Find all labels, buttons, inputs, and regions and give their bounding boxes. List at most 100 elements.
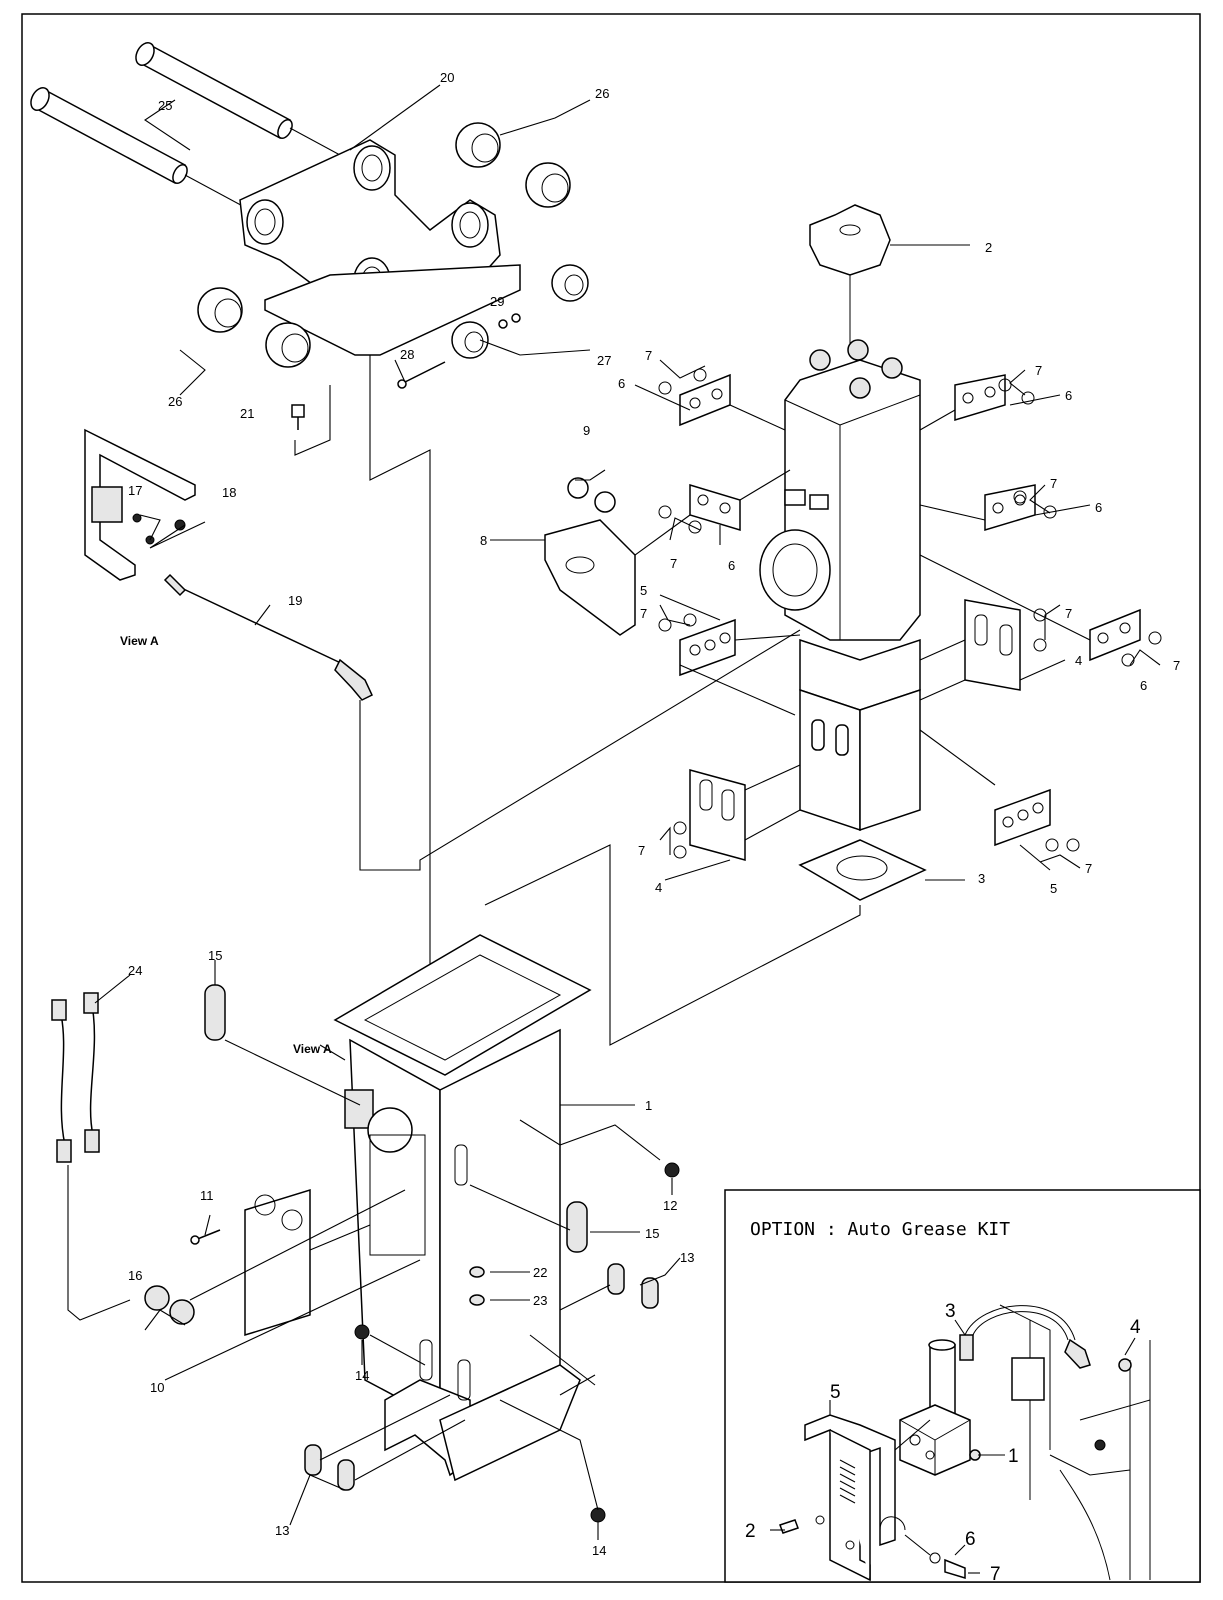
callout-14-b: 14 bbox=[592, 1543, 606, 1558]
callout-2: 2 bbox=[985, 240, 992, 255]
callout-5-a: 5 bbox=[640, 583, 647, 598]
callout-6-e: 6 bbox=[1140, 678, 1147, 693]
callout-7-h: 7 bbox=[638, 843, 645, 858]
callout-23: 23 bbox=[533, 1293, 547, 1308]
plate-5-a bbox=[679, 618, 736, 677]
callout-6-b: 6 bbox=[1065, 388, 1072, 403]
plate-3 bbox=[798, 839, 927, 901]
callout-28: 28 bbox=[400, 347, 414, 362]
callout-15-b: 15 bbox=[645, 1226, 659, 1241]
frame-1 bbox=[333, 934, 592, 1482]
callout-7-a: 7 bbox=[645, 348, 652, 363]
view-a-label-top: View A bbox=[120, 634, 159, 648]
plate-4-b bbox=[689, 769, 746, 861]
callout-7-g: 7 bbox=[1173, 658, 1180, 673]
bolt-21 bbox=[291, 404, 305, 430]
option-callout-3: 3 bbox=[945, 1301, 956, 1322]
callout-7-f: 7 bbox=[1065, 606, 1072, 621]
callout-19: 19 bbox=[288, 593, 302, 608]
nut-22 bbox=[469, 1266, 485, 1278]
plug-12 bbox=[664, 1162, 680, 1178]
bushing-26-d bbox=[265, 322, 311, 368]
seals-13-a bbox=[607, 1263, 659, 1309]
callout-21: 21 bbox=[240, 406, 254, 421]
callout-7-e: 7 bbox=[640, 606, 647, 621]
fittings-16 bbox=[144, 1285, 195, 1325]
option-callout-6: 6 bbox=[965, 1529, 976, 1550]
callout-16: 16 bbox=[128, 1268, 142, 1283]
plate-6-d bbox=[984, 484, 1036, 532]
o-rings-7 bbox=[658, 368, 1162, 859]
callout-7-c: 7 bbox=[670, 556, 677, 571]
callout-1: 1 bbox=[645, 1098, 652, 1113]
cylinder-body bbox=[759, 339, 921, 641]
callout-24: 24 bbox=[128, 963, 142, 978]
seal-15-a bbox=[204, 984, 226, 1041]
bushing-26-b bbox=[525, 162, 571, 208]
callout-6-a: 6 bbox=[618, 376, 625, 391]
callout-3: 3 bbox=[978, 871, 985, 886]
callout-26-bottom: 26 bbox=[168, 394, 182, 409]
view-a-detail bbox=[84, 428, 196, 581]
callout-6-c: 6 bbox=[728, 558, 735, 573]
callout-17: 17 bbox=[128, 483, 142, 498]
callout-18: 18 bbox=[222, 485, 236, 500]
callout-25: 25 bbox=[158, 98, 172, 113]
option-auto-grease-kit: OPTION : Auto Grease KIT bbox=[724, 1189, 1201, 1585]
bracket-20 bbox=[239, 139, 521, 356]
option-callout-4: 4 bbox=[1130, 1317, 1141, 1338]
plate-6-a bbox=[679, 373, 731, 427]
callout-7-d: 7 bbox=[1050, 476, 1057, 491]
plate-5-b bbox=[994, 788, 1051, 847]
bolt-29 bbox=[498, 313, 521, 329]
bushing-26-a bbox=[455, 122, 501, 168]
callout-10: 10 bbox=[150, 1380, 164, 1395]
callout-6-d: 6 bbox=[1095, 500, 1102, 515]
plug-14-a bbox=[354, 1324, 370, 1340]
callout-13-a: 13 bbox=[680, 1250, 694, 1265]
callout-8: 8 bbox=[480, 533, 487, 548]
option-callout-5: 5 bbox=[830, 1382, 841, 1403]
bolt-28 bbox=[397, 361, 446, 389]
option-title: OPTION : Auto Grease KIT bbox=[750, 1219, 1010, 1240]
plug-14-b bbox=[590, 1507, 606, 1523]
plate-6-c bbox=[689, 483, 741, 532]
pin-25-upper bbox=[135, 42, 293, 140]
callout-5-b: 5 bbox=[1050, 881, 1057, 896]
seal-15-b bbox=[566, 1201, 588, 1253]
callout-7-b: 7 bbox=[1035, 363, 1042, 378]
callout-27: 27 bbox=[597, 353, 611, 368]
option-callout-7: 7 bbox=[990, 1564, 1001, 1585]
plate-4-a bbox=[964, 599, 1021, 691]
callout-22: 22 bbox=[533, 1265, 547, 1280]
pin-25-lower bbox=[30, 87, 188, 185]
page-border bbox=[21, 13, 1201, 1583]
callout-labels: 20 25 26 26 27 28 29 21 2 17 18 19 View … bbox=[120, 70, 1180, 1558]
plate-6-e bbox=[1089, 608, 1141, 662]
callout-9: 9 bbox=[583, 423, 590, 438]
callout-20: 20 bbox=[440, 70, 454, 85]
bushing-26-c bbox=[197, 287, 243, 333]
cover-plate-10 bbox=[244, 1188, 311, 1337]
callout-4-a: 4 bbox=[1075, 653, 1082, 668]
collar-27-b bbox=[451, 321, 489, 359]
callout-14-a: 14 bbox=[355, 1368, 369, 1383]
plate-6-b bbox=[954, 374, 1006, 422]
option-callout-2: 2 bbox=[745, 1521, 756, 1542]
option-callout-1: 1 bbox=[1008, 1446, 1019, 1467]
callout-13-b: 13 bbox=[275, 1523, 289, 1538]
front-head bbox=[799, 638, 921, 832]
callout-11: 11 bbox=[200, 1188, 214, 1203]
bolt-11 bbox=[190, 1229, 221, 1245]
callout-15-a: 15 bbox=[208, 948, 222, 963]
hose-19 bbox=[163, 573, 373, 701]
callout-4-b: 4 bbox=[655, 880, 662, 895]
callout-12: 12 bbox=[663, 1198, 677, 1213]
cap-2 bbox=[809, 204, 891, 276]
nut-23 bbox=[469, 1294, 485, 1306]
washer-8 bbox=[544, 477, 636, 636]
callout-29: 29 bbox=[490, 294, 504, 309]
view-a-label-frame: View A bbox=[293, 1042, 332, 1056]
hoses-24 bbox=[51, 992, 100, 1163]
